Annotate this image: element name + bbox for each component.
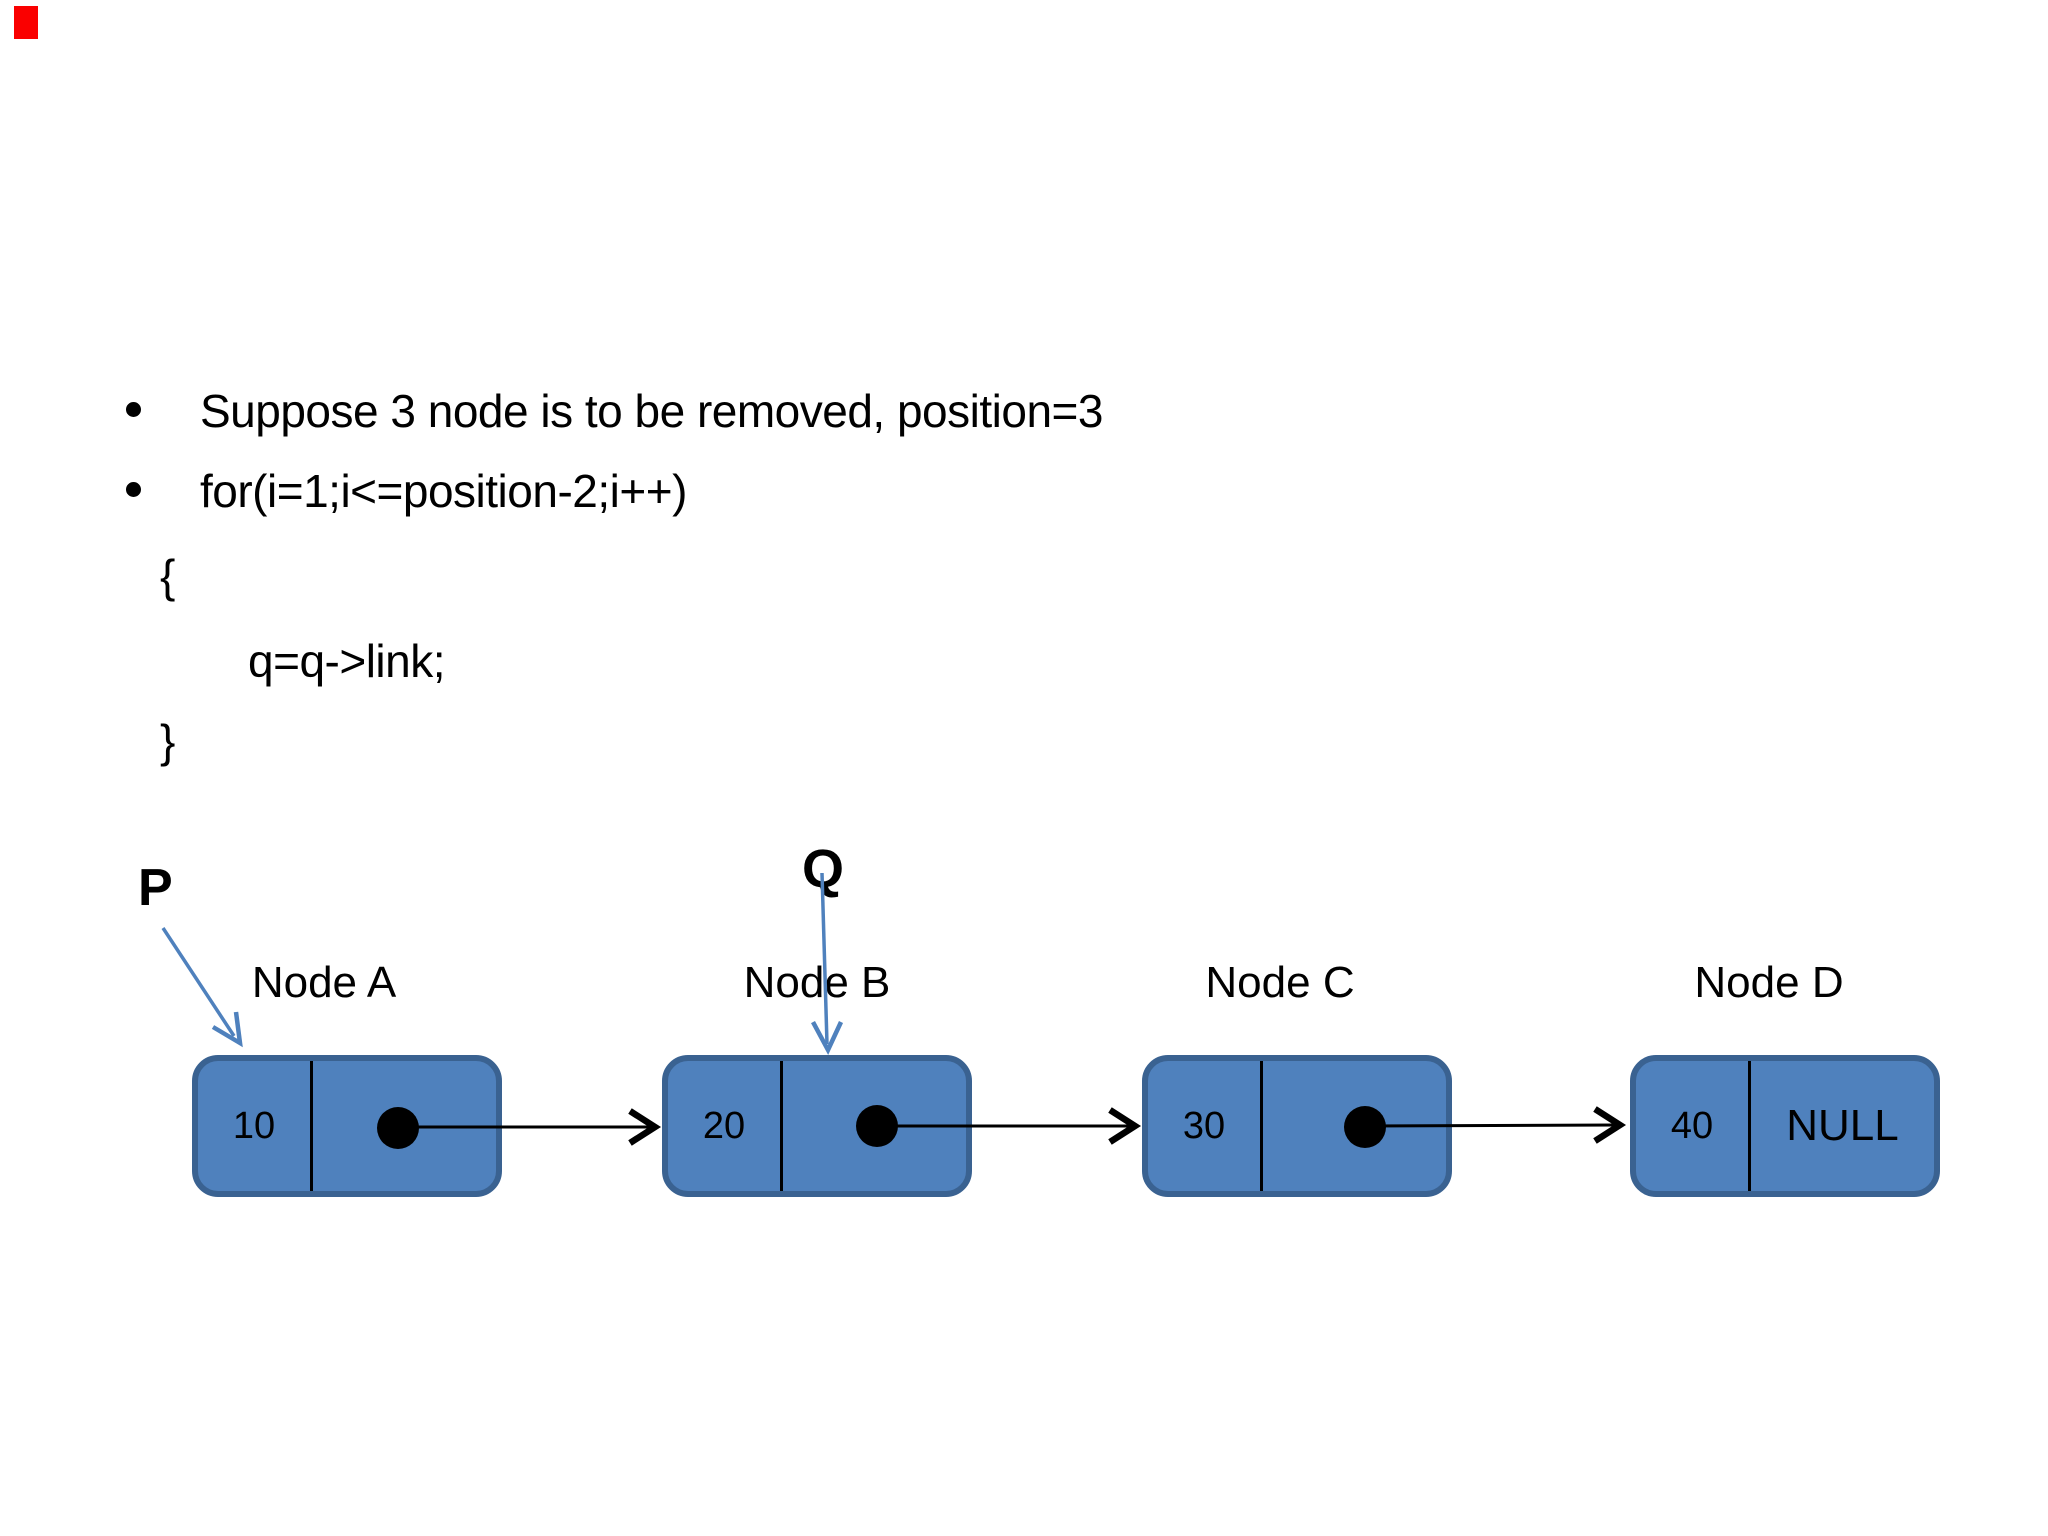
node-a-title: Node A	[251, 958, 397, 1007]
bullet-line-1: Suppose 3 node is to be removed, positio…	[200, 385, 1103, 437]
node-b-title: Node B	[743, 958, 891, 1007]
node-a-link-cell	[310, 1061, 496, 1191]
node-b-box: 20	[662, 1055, 972, 1197]
bullet-icon	[126, 482, 141, 497]
pointer-q-label: Q	[802, 839, 845, 899]
node-c-box: 30	[1142, 1055, 1452, 1197]
bullet-line-2: for(i=1;i<=position-2;i++)	[200, 465, 687, 517]
node-c-value: 30	[1182, 1104, 1226, 1147]
node-d-box: 40 NULL	[1630, 1055, 1940, 1197]
node-c-title: Node C	[1205, 958, 1355, 1007]
code-line-q-link: q=q->link;	[248, 635, 446, 687]
code-line-close-brace: }	[160, 715, 175, 767]
red-annotation-marker	[14, 6, 38, 39]
node-a-box: 10	[192, 1055, 502, 1197]
node-b-link-cell	[780, 1061, 966, 1191]
node-c-link-cell	[1260, 1061, 1446, 1191]
node-d-null-text: NULL	[1786, 1101, 1899, 1150]
node-d-title: Node D	[1694, 958, 1844, 1007]
code-line-open-brace: {	[160, 550, 175, 602]
node-a-value: 10	[232, 1104, 276, 1147]
node-b-value: 20	[702, 1104, 746, 1147]
bullet-icon	[126, 402, 141, 417]
node-d-value: 40	[1670, 1104, 1714, 1147]
pointer-p-label: P	[138, 859, 173, 917]
node-d-link-cell: NULL	[1748, 1061, 1934, 1191]
